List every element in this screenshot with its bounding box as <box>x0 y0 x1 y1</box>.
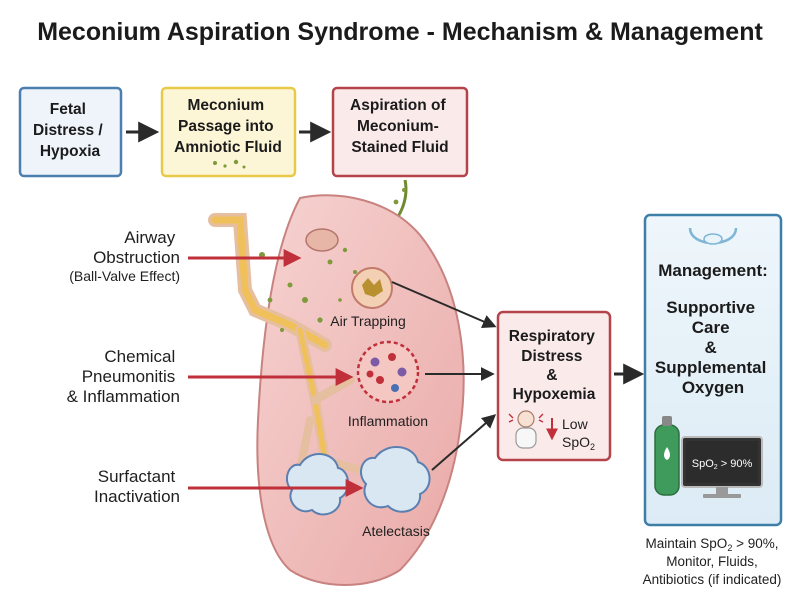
management-line-4: Supplemental <box>655 358 766 377</box>
management-note: Maintain SpO2 > 90%, Monitor, Fluids, An… <box>643 536 782 587</box>
meconium-particles <box>213 159 246 169</box>
chemical-pneumonitis-label: Chemical Pneumonitis & Inflammation <box>67 347 180 406</box>
management-line-5: Oxygen <box>682 378 744 397</box>
inflammation-cluster <box>356 340 420 404</box>
outcome-line-3: & <box>546 367 557 384</box>
management-box: Management: Supportive Care & Supplement… <box>643 213 783 527</box>
air-trapping-plug <box>362 278 383 297</box>
atelectasis-label: Atelectasis <box>362 523 430 539</box>
distressed-baby-icon <box>508 410 544 449</box>
nasal-cannula-icon <box>688 227 738 245</box>
management-heading: Management: <box>658 261 768 280</box>
svg-text:Supportive Care &: Supportive Care & Supplemental Oxygen <box>655 298 771 397</box>
surfactant-inactivation-label: Surfactant Inactivation <box>94 467 180 506</box>
management-line-2: Care <box>692 318 730 337</box>
note-line-2: Monitor, Fluids, <box>666 554 758 569</box>
meconium-line-1: Meconium <box>188 97 265 114</box>
outcome-line-1: Respiratory <box>509 328 596 345</box>
svg-text:Chemical Pneumonitis: Chemical Pneumonitis & Inflammation <box>67 347 180 406</box>
meconium-passage-box: Meconium Passage into Amniotic Fluid <box>160 86 297 178</box>
chemical-line-1: Chemical <box>104 347 175 366</box>
svg-text:Airway Obstruction: Airway Obstruction <box>93 228 180 267</box>
fetal-line-1: Fetal <box>50 101 86 118</box>
note-line-1: Maintain SpO2 > 90%, <box>646 536 779 553</box>
aspiration-line-1: Aspiration of <box>350 97 446 114</box>
collapsed-alveolus-right <box>360 445 431 513</box>
oxygen-tank-icon <box>654 416 680 496</box>
svg-text:Respiratory Distress: Respiratory Distress & Hypoxemia <box>509 328 599 403</box>
aspiration-line-2: Meconium- <box>357 118 439 135</box>
airway-obstruction-label: Airway Obstruction (Ball-Valve Effect) <box>69 228 180 284</box>
fetal-distress-box: Fetal Distress / Hypoxia <box>18 86 123 178</box>
meconium-line-3: Amniotic Fluid <box>174 139 282 156</box>
airway-subtitle: (Ball-Valve Effect) <box>69 268 180 284</box>
surfactant-line-1: Surfactant <box>98 467 176 486</box>
surfactant-line-2: Inactivation <box>94 487 180 506</box>
meconium-line-2: Passage into <box>178 118 274 135</box>
monitor-icon: SpO2 > 90% <box>681 436 763 498</box>
spo2-label: SpO2 <box>562 434 595 452</box>
monitor-readout: SpO2 > 90% <box>692 458 753 471</box>
fetal-line-2: Distress / <box>33 122 103 139</box>
outcome-line-4: Hypoxemia <box>513 386 596 403</box>
svg-text:Fetal Distress / H: Fetal Distress / Hypoxia <box>33 101 107 160</box>
svg-text:Aspiration of Meconium-: Aspiration of Meconium- Stained Fluid <box>350 97 450 156</box>
chemical-line-2: Pneumonitis <box>82 367 176 386</box>
aspiration-line-3: Stained Fluid <box>351 139 448 156</box>
chemical-line-3: & Inflammation <box>67 387 180 406</box>
note-line-3: Antibiotics (if indicated) <box>643 572 782 587</box>
outcome-line-2: Distress <box>521 348 582 365</box>
svg-text:Meconium Passage into: Meconium Passage into Amniotic Fluid <box>174 97 282 156</box>
aspiration-box: Aspiration of Meconium- Stained Fluid <box>331 86 469 178</box>
inflammation-label: Inflammation <box>348 413 428 429</box>
lung-body <box>256 194 465 586</box>
respiratory-distress-box: Respiratory Distress & Hypoxemia Low SpO… <box>496 310 612 462</box>
fetal-line-3: Hypoxia <box>40 143 101 160</box>
arrow-atelectasis-to-outcome <box>431 414 497 471</box>
management-line-1: Supportive <box>666 298 755 317</box>
page-title: Meconium Aspiration Syndrome - Mechanism… <box>37 18 763 46</box>
low-label: Low <box>562 416 589 432</box>
svg-text:Surfactant Inactivation: Surfactant Inactivation <box>94 467 180 506</box>
airway-line-1: Airway <box>124 228 176 247</box>
arrow-airtrapping-to-outcome <box>391 281 497 328</box>
air-trapping-label: Air Trapping <box>330 313 405 329</box>
airway-line-2: Obstruction <box>93 248 180 267</box>
management-line-3: & <box>704 338 716 357</box>
inflammation-cells <box>366 353 407 392</box>
obstructed-airway <box>305 228 339 252</box>
